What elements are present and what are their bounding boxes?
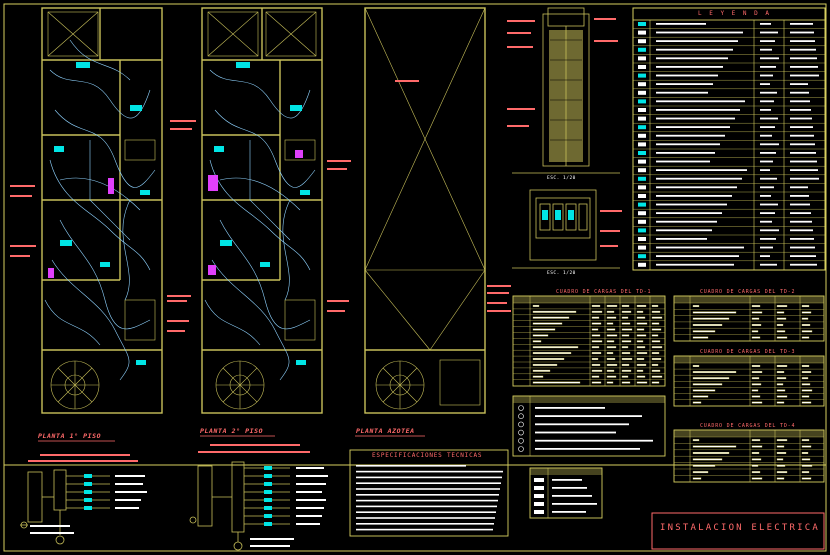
grounding-well-detail <box>507 7 620 174</box>
plan-title-first-floor: PLANTA 1° PISO <box>38 432 102 440</box>
plan-first-floor <box>10 7 191 414</box>
title-block <box>651 512 825 550</box>
load-table-td4-title: CUADRO DE CARGAS DEL TD-4 <box>700 423 796 429</box>
plan-second-floor <box>170 7 351 414</box>
plan-title-second-floor: PLANTA 2° PISO <box>200 427 264 435</box>
load-table-td1-title: CUADRO DE CARGAS DEL TD-1 <box>556 289 652 295</box>
specs-title: ESPECIFICACIONES TECNICAS <box>372 452 483 459</box>
load-table-td2 <box>673 295 825 342</box>
panel-board-detail <box>512 189 622 269</box>
detail-scale-1: ESC. 1/20 <box>547 176 576 181</box>
load-table-td3-title: CUADRO DE CARGAS DEL TD-3 <box>700 349 796 355</box>
load-table-td4 <box>673 429 825 483</box>
legend-title: L E Y E N D A <box>698 10 771 17</box>
plan-roof <box>364 7 511 414</box>
load-table-td2-title: CUADRO DE CARGAS DEL TD-2 <box>700 289 796 295</box>
plan-title-roof: PLANTA AZOTEA <box>356 427 415 435</box>
legend-table <box>632 7 826 271</box>
technical-specs <box>349 449 509 537</box>
single-line-diagram-2 <box>189 444 328 551</box>
detail-scale-2: ESC. 1/20 <box>547 271 576 276</box>
load-table-td1 <box>512 295 666 387</box>
circuit-symbols-table <box>512 395 666 457</box>
single-line-diagram-1 <box>20 454 147 545</box>
conductor-table <box>529 467 603 519</box>
load-table-td3 <box>673 355 825 407</box>
drawing-title: INSTALACION ELECTRICA <box>660 523 820 533</box>
